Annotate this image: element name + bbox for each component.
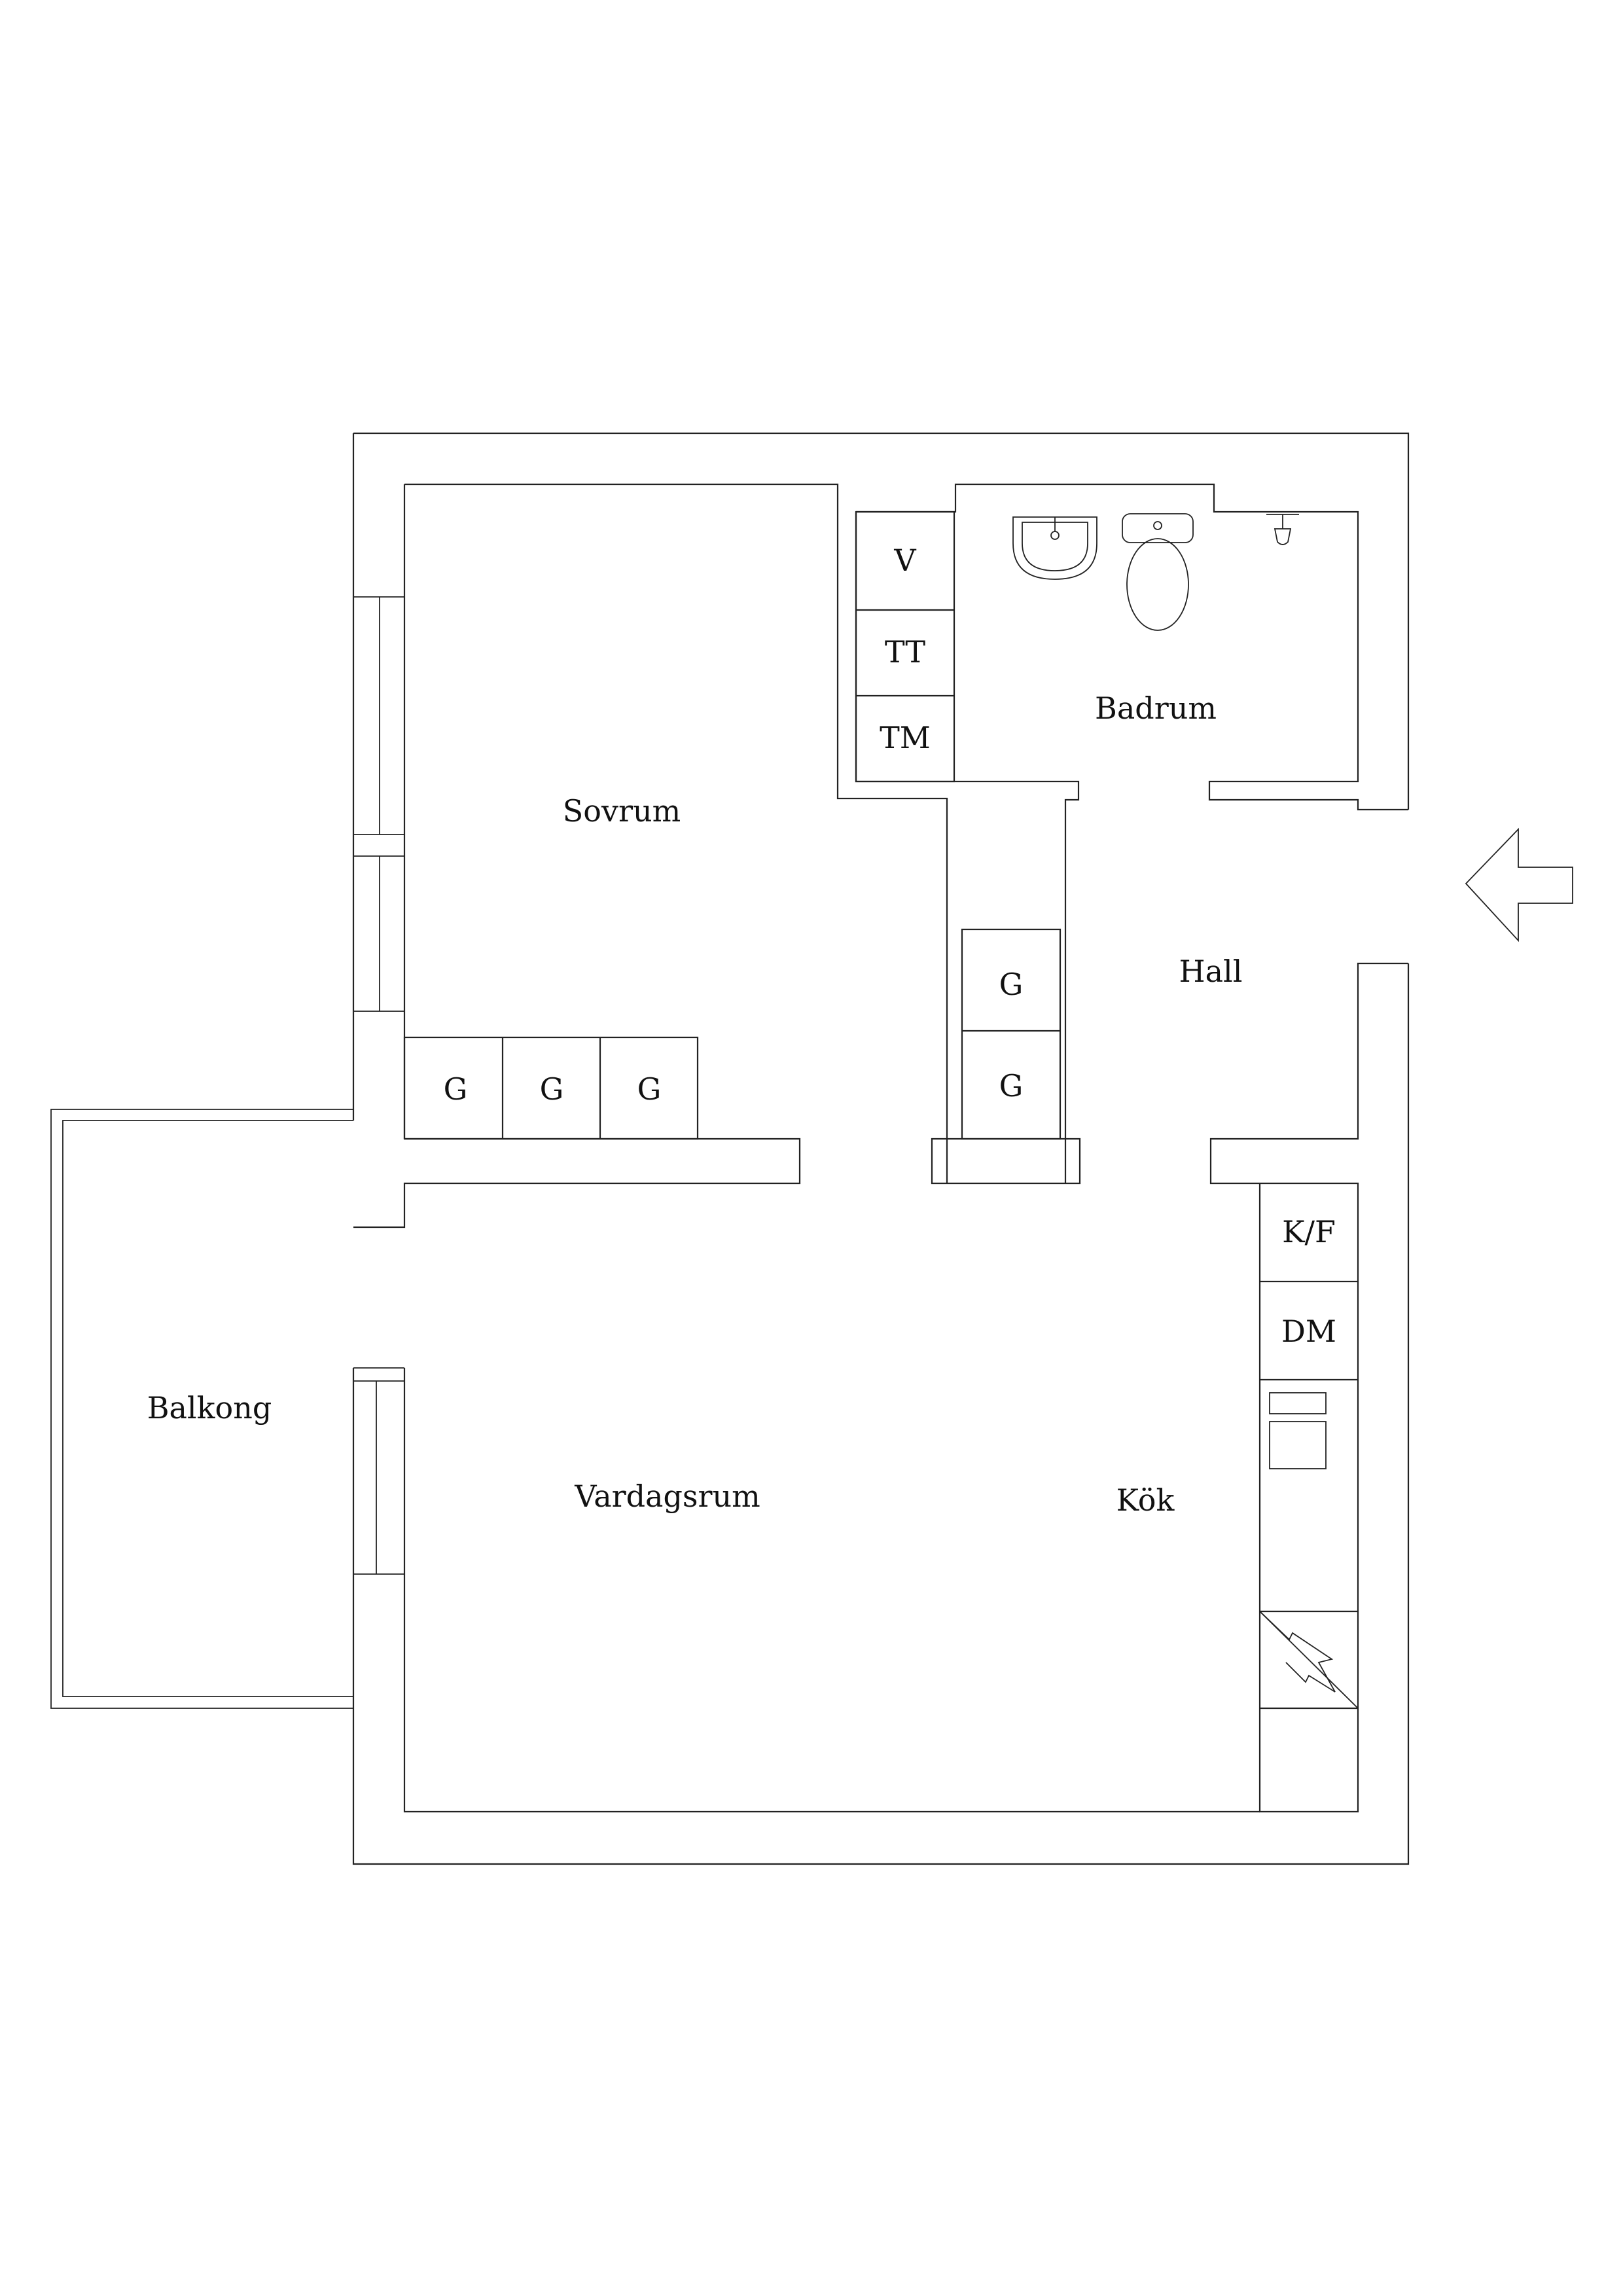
cabinet-label-bed-g2: G — [540, 1071, 564, 1107]
room-label-sovrum: Sovrum — [563, 793, 681, 829]
room-label-balkong: Balkong — [147, 1390, 272, 1426]
room-label-kok: Kök — [1116, 1482, 1175, 1518]
cabinet-label-tt: TT — [885, 634, 926, 670]
stove-icon — [1269, 1392, 1327, 1469]
entrance-arrow-icon — [1465, 827, 1573, 942]
cabinet-label-hall-g2: G — [999, 1068, 1024, 1103]
cabinet-label-bed-g1: G — [444, 1071, 468, 1107]
cabinet-label-dm: DM — [1281, 1314, 1336, 1349]
window-bedroom-1 — [353, 596, 404, 835]
cabinet-label-bed-g3: G — [637, 1071, 662, 1107]
cabinet-label-hall-g1: G — [999, 967, 1024, 1002]
window-living — [353, 1367, 404, 1575]
cabinet-label-v: V — [893, 543, 916, 578]
bedroom-wardrobes — [403, 1036, 699, 1140]
window-bedroom-2 — [353, 855, 404, 1012]
hall-wardrobes — [961, 928, 1061, 1140]
room-label-vardagsrum: Vardagsrum — [574, 1479, 760, 1514]
inner-walls — [353, 483, 1408, 1813]
toilet-icon — [1122, 513, 1194, 631]
room-label-badrum: Badrum — [1095, 691, 1217, 726]
sink-icon — [1012, 516, 1097, 580]
electrical-panel-icon — [1259, 1611, 1359, 1709]
bathroom-cabinets — [855, 511, 955, 783]
windows — [353, 596, 404, 1575]
room-label-hall: Hall — [1179, 954, 1243, 989]
cabinet-label-kf: K/F — [1282, 1214, 1336, 1249]
cabinet-label-tm: TM — [880, 720, 931, 755]
kitchen-units — [1260, 1280, 1358, 1710]
shower-icon — [1266, 514, 1299, 545]
outer-wall — [352, 432, 1410, 1865]
balcony — [50, 1109, 353, 1709]
